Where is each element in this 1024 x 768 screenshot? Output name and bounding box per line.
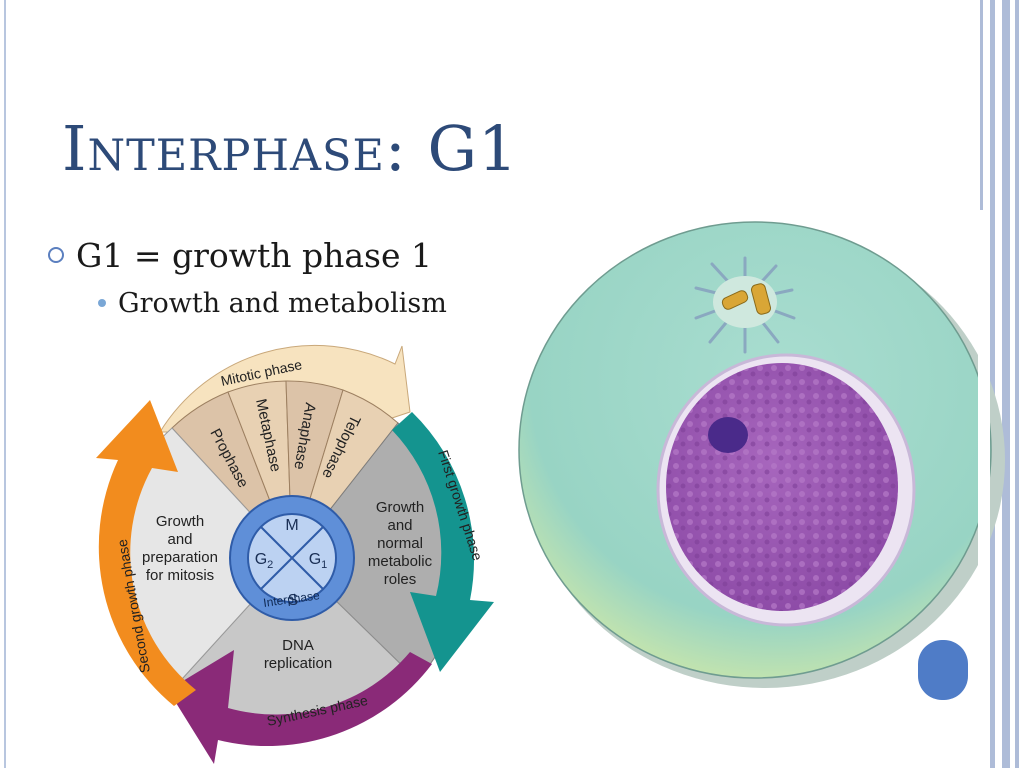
nucleolus — [708, 417, 748, 453]
g2-label-line1: Growth — [156, 513, 204, 530]
centrosome — [694, 256, 796, 354]
slide-frame-left — [0, 0, 12, 768]
synthesis-arrow — [168, 650, 432, 764]
sub-bullet-text: Growth and metabolism — [118, 288, 447, 319]
m-label: M — [285, 517, 298, 534]
s-label-line2: replication — [264, 655, 332, 672]
second-growth-arrow — [96, 400, 196, 706]
g2-label-line2: and — [167, 531, 192, 548]
bullet-item: G1 = growth phase 1 — [48, 236, 432, 275]
sub-bullet-item: Growth and metabolism — [98, 288, 447, 319]
bullet-dot-icon — [98, 299, 106, 307]
slide-title: Interphase: G1 — [62, 112, 519, 185]
g1-label-line2: and — [387, 517, 412, 534]
cell-cycle-diagram: Growth and preparation for mitosis Growt… — [96, 345, 494, 764]
g1-inner-label: G1 — [309, 551, 328, 571]
bullet-circle-icon — [48, 247, 64, 263]
g2-label-line4: for mitosis — [146, 567, 214, 584]
bullet-text: G1 = growth phase 1 — [76, 236, 433, 275]
g1-label-line5: roles — [384, 571, 417, 588]
cell-illustration — [518, 210, 1005, 768]
g1-label-line4: metabolic — [368, 553, 433, 570]
first-growth-arrow — [392, 412, 494, 672]
nucleus — [656, 353, 916, 627]
blue-decoration — [918, 640, 968, 700]
g2-inner-label: G2 — [255, 551, 274, 571]
g1-label-line1: Growth — [376, 499, 424, 516]
s-label-line1: DNA — [282, 637, 314, 654]
s-inner-label: S — [288, 592, 299, 609]
g2-label-line3: preparation — [142, 549, 218, 566]
g1-label-line3: normal — [377, 535, 423, 552]
